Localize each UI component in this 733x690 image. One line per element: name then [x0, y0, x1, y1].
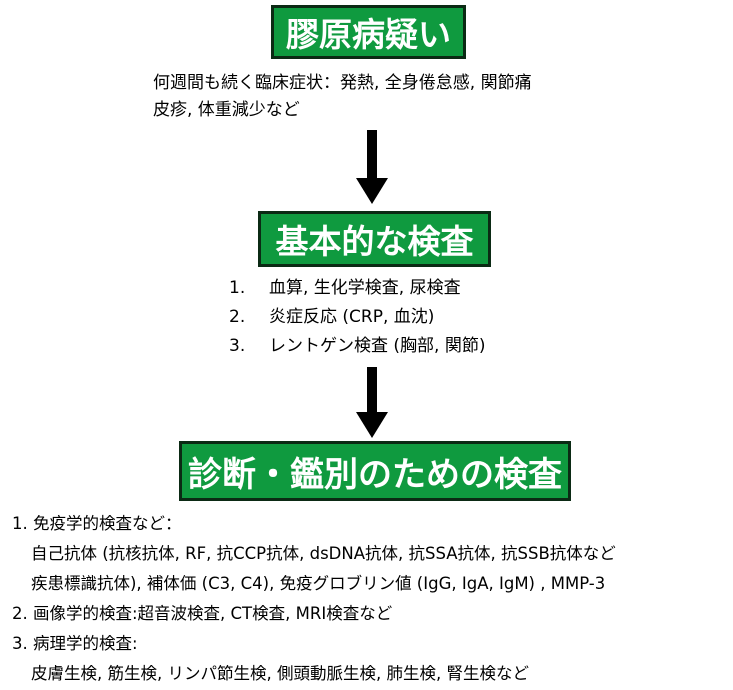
- list-item: 1.血算, 生化学検査, 尿検査: [229, 278, 461, 298]
- box-label: 基本的な検査: [275, 222, 474, 261]
- box-label: 膠原病疑い: [286, 15, 451, 54]
- symptoms-line: 皮疹, 体重減少など: [153, 100, 300, 120]
- diag-line: 皮膚生検, 筋生検, リンパ節生検, 側頭動脈生検, 肺生検, 腎生検など: [31, 664, 529, 683]
- list-item: 3.レントゲン検査 (胸部, 関節): [229, 336, 486, 356]
- basic-tests-box: 基本的な検査: [258, 211, 491, 267]
- suspected-collagen-disease-box: 膠原病疑い: [271, 5, 466, 59]
- diag-line: 疾患標識抗体), 補体価 (C3, C4), 免疫グロブリン値 (IgG, Ig…: [31, 574, 606, 593]
- down-arrow-icon: [356, 130, 388, 204]
- basic-tests-list: 1.血算, 生化学検査, 尿検査 2.炎症反応 (CRP, 血沈) 3.レントゲ…: [229, 274, 485, 361]
- diag-line: 2. 画像学的検査:超音波検査, CT検査, MRI検査など: [12, 604, 393, 623]
- diag-line: 自己抗体 (抗核抗体, RF, 抗CCP抗体, dsDNA抗体, 抗SSA抗体,…: [31, 544, 616, 563]
- box-label: 診断・鑑別のための検査: [188, 454, 562, 495]
- down-arrow-icon: [356, 367, 388, 438]
- diagnostic-tests-text: 1. 免疫学的検査など： 自己抗体 (抗核抗体, RF, 抗CCP抗体, dsD…: [12, 509, 616, 689]
- diag-line: 3. 病理学的検査:: [12, 634, 138, 653]
- diag-line: 1. 免疫学的検査など：: [12, 514, 182, 533]
- symptoms-text: 何週間も続く臨床症状：発熱, 全身倦怠感, 関節痛 皮疹, 体重減少など: [153, 70, 532, 124]
- list-item: 2.炎症反応 (CRP, 血沈): [229, 307, 435, 327]
- symptoms-line: 何週間も続く臨床症状：発熱, 全身倦怠感, 関節痛: [153, 73, 532, 93]
- diagnostic-tests-box: 診断・鑑別のための検査: [179, 441, 571, 501]
